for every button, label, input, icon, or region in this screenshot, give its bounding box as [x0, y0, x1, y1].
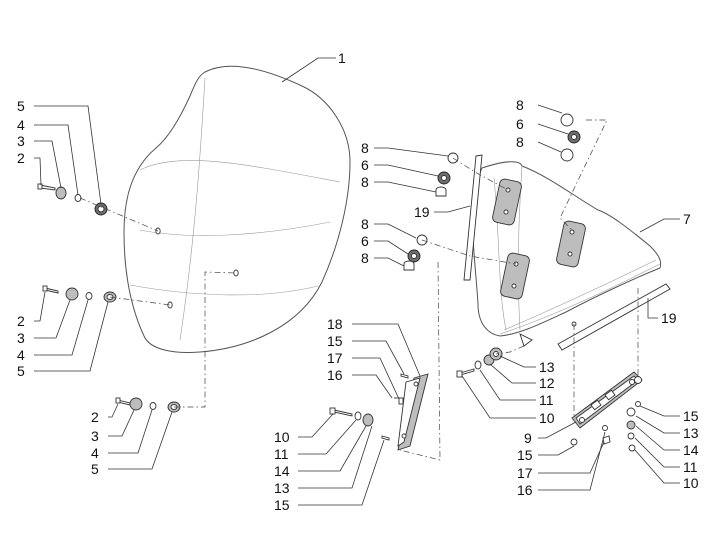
callout-18: 18: [327, 316, 343, 332]
callout-6-center-1: 6: [361, 157, 369, 173]
callout-13-plate: 13: [683, 425, 699, 441]
callout-11-frame: 11: [539, 392, 554, 408]
callout-15-plate-left: 15: [517, 447, 533, 463]
mounting-bracket-icon: [329, 373, 429, 451]
callout-4-upper: 4: [17, 117, 25, 133]
callout-5-lower: 5: [91, 461, 99, 477]
callout-4-middle: 4: [17, 347, 25, 363]
hardware-set-lower-left: [115, 397, 181, 413]
callout-11-bracket: 11: [274, 446, 289, 462]
callout-15-bracket-top: 15: [327, 333, 343, 349]
callout-19-left: 19: [414, 204, 430, 220]
callout-2-middle: 2: [17, 313, 25, 329]
callout-13-frame: 13: [539, 359, 555, 375]
clip-plate-icon: [570, 371, 643, 452]
callout-8-center-2: 8: [361, 174, 369, 190]
windshield-screen-icon: [123, 65, 351, 353]
callout-16-plate: 16: [517, 482, 533, 498]
callout-17-bracket: 17: [327, 350, 343, 366]
callout-19-right: 19: [661, 310, 677, 326]
callout-8-frame-top-1: 8: [516, 97, 524, 113]
callout-10-frame: 10: [539, 410, 555, 426]
callout-6-center-2: 6: [361, 233, 369, 249]
callout-3-middle: 3: [17, 330, 25, 346]
callout-2-lower: 2: [91, 409, 99, 425]
callout-14-plate: 14: [683, 442, 699, 458]
callout-8-center-3: 8: [361, 216, 369, 232]
callout-15-plate-right: 15: [683, 408, 699, 424]
callout-5-middle: 5: [17, 363, 25, 379]
callout-1: 1: [338, 50, 346, 66]
callout-8-center-1: 8: [361, 140, 369, 156]
callout-17-plate: 17: [517, 465, 533, 481]
callout-3-upper: 3: [17, 133, 25, 149]
assembly-axis-lines: [79, 119, 639, 461]
callout-3-lower: 3: [91, 428, 99, 444]
callout-labels: 1 5 4 3 2 2 3 4 5 2 3 4 5 18 15 17 16 10…: [17, 50, 699, 513]
windshield-frame-icon: [472, 161, 662, 347]
leader-lines: [34, 57, 680, 506]
callout-5-upper: 5: [17, 98, 25, 114]
callout-12: 12: [539, 375, 555, 391]
callout-8-center-4: 8: [361, 250, 369, 266]
callout-11-plate: 11: [683, 459, 698, 475]
callout-7: 7: [683, 211, 691, 227]
callout-8-frame-top-2: 8: [516, 134, 524, 150]
callout-13-bracket: 13: [274, 480, 290, 496]
callout-4-lower: 4: [91, 445, 99, 461]
callout-10-plate: 10: [683, 475, 699, 491]
hardware-set-upper-left: [37, 183, 108, 216]
hardware-set-middle-left: [42, 285, 117, 303]
callout-6-frame-top: 6: [516, 116, 524, 132]
callout-15-bracket-bottom: 15: [274, 497, 290, 513]
callout-9: 9: [524, 430, 532, 446]
frame-hardware-set: [403, 113, 581, 378]
callout-2-upper: 2: [17, 150, 25, 166]
callout-10-bracket: 10: [274, 429, 290, 445]
seal-strip-icon: [463, 154, 671, 351]
callout-16-bracket: 16: [327, 367, 343, 383]
callout-14-bracket: 14: [274, 463, 290, 479]
